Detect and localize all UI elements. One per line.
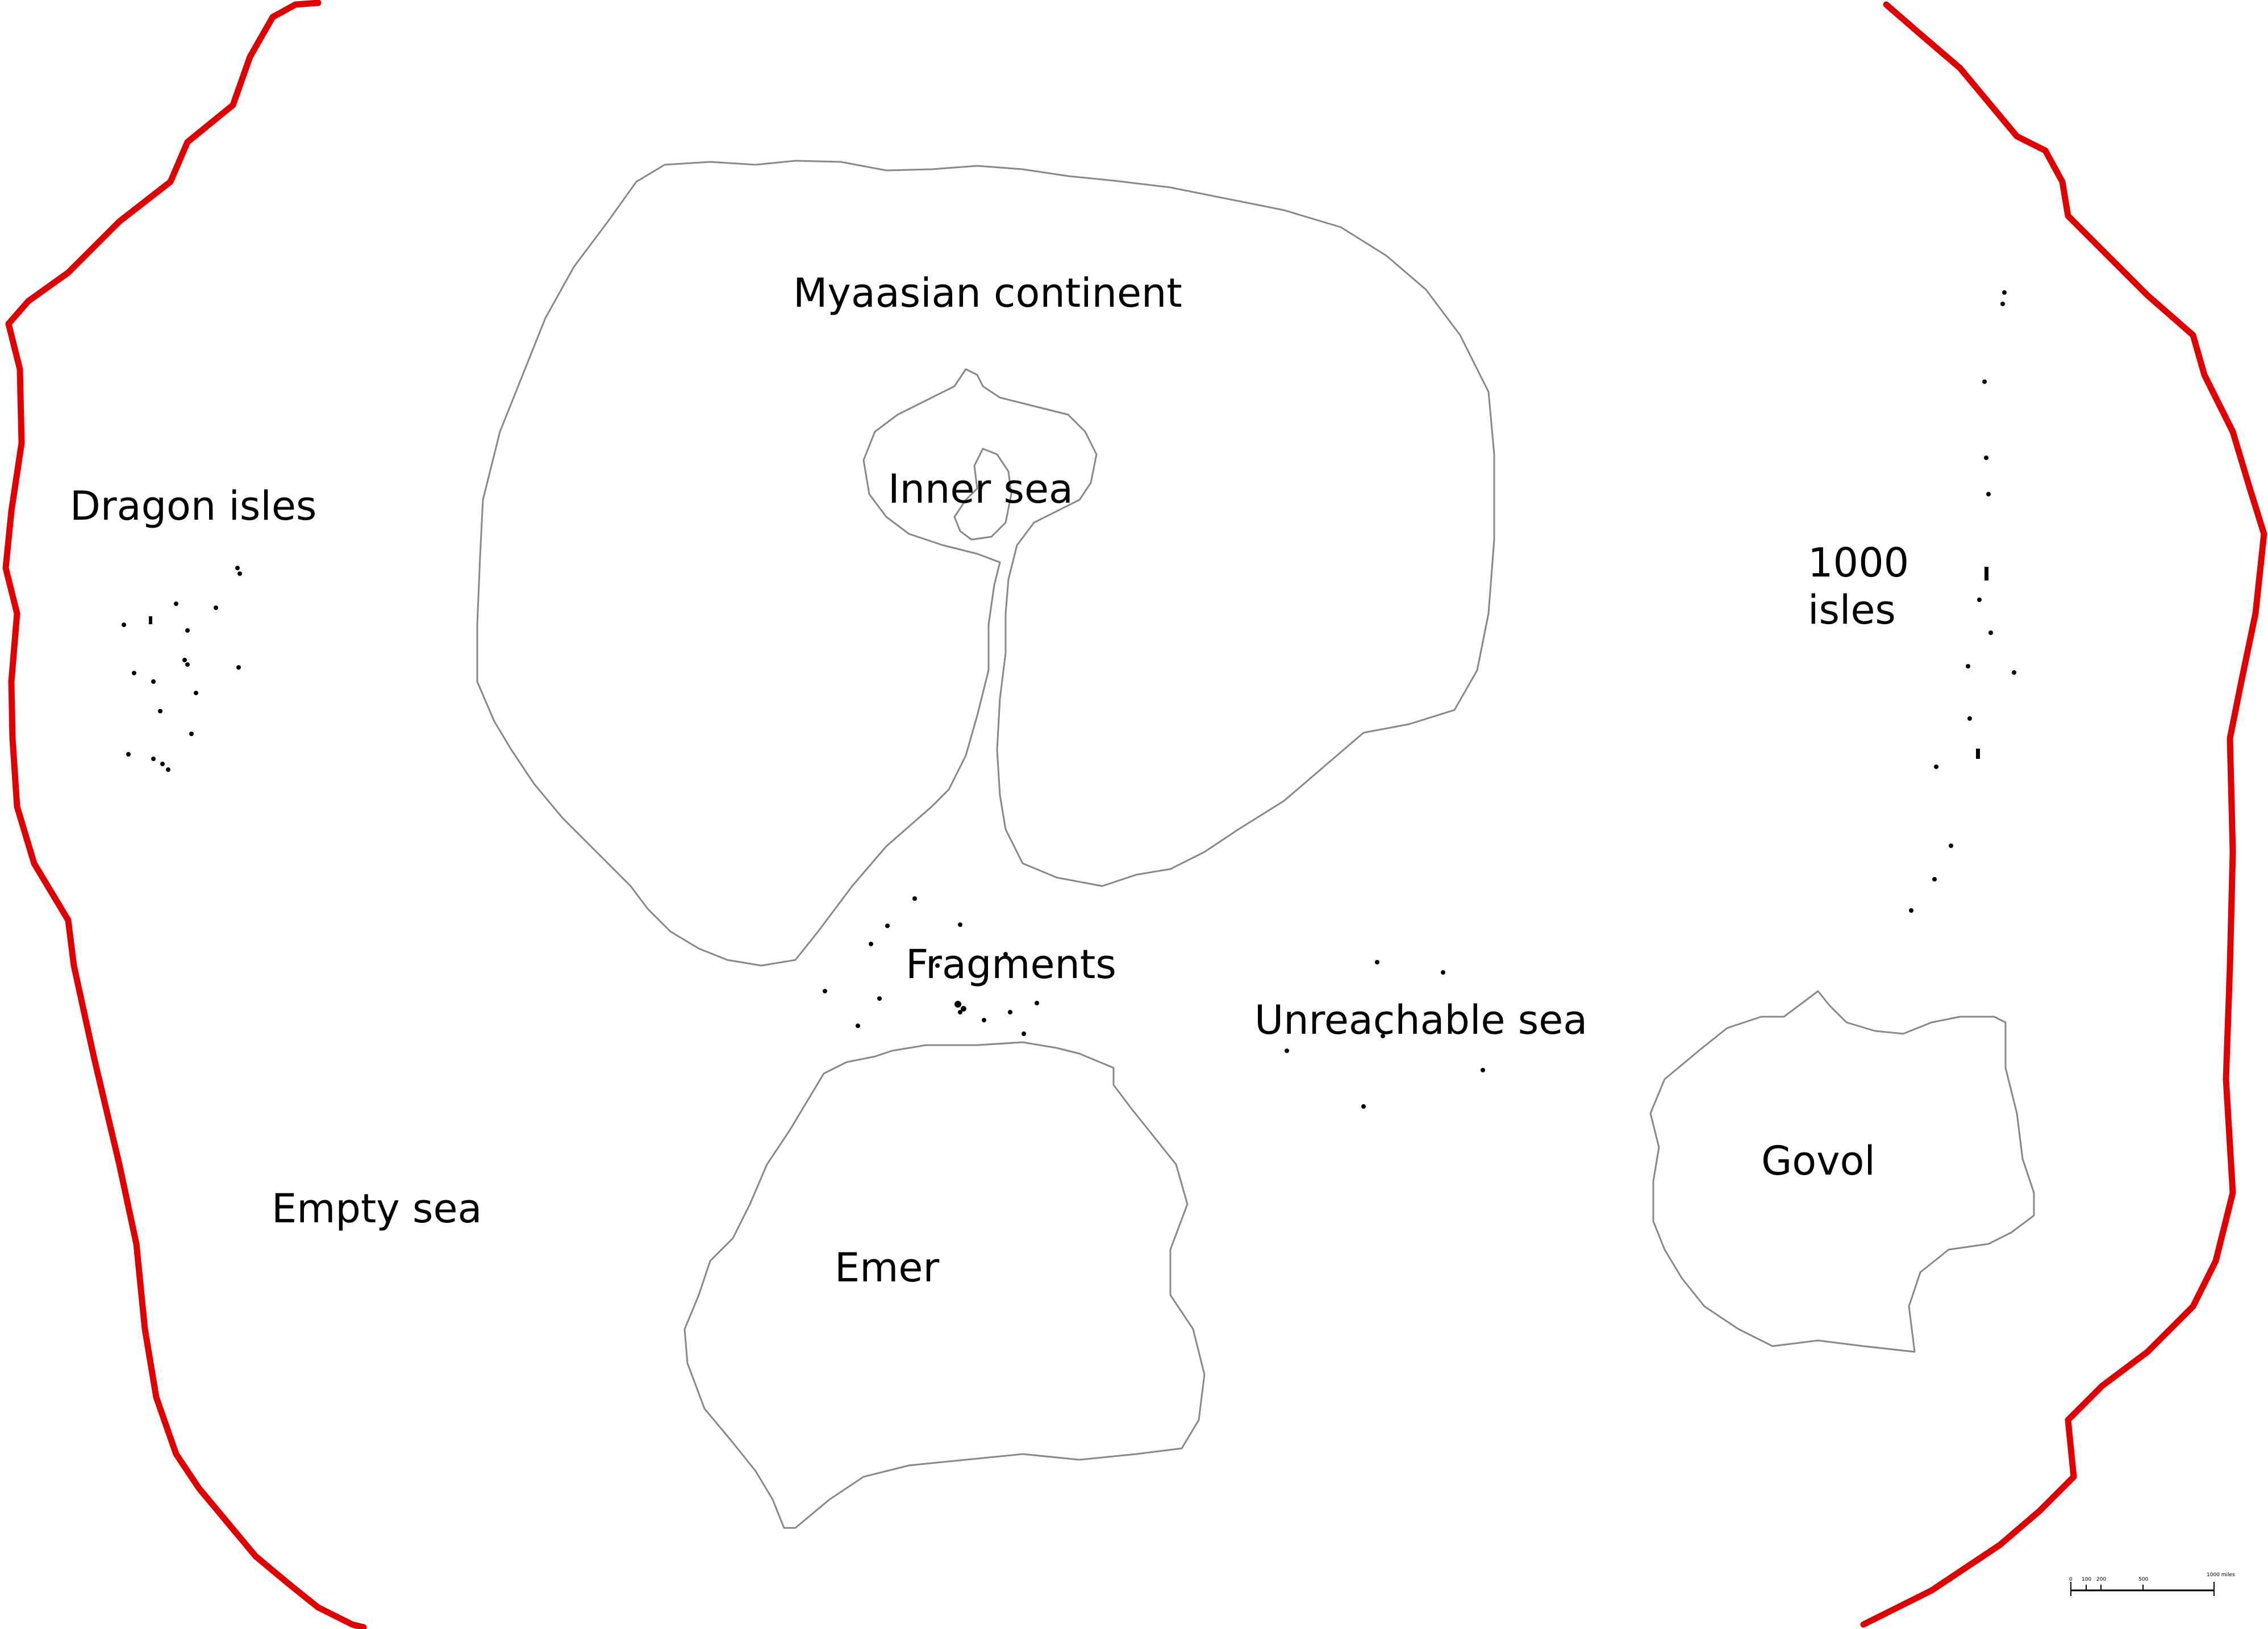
govol-label: Govol	[1761, 1138, 1875, 1184]
left-edge-border	[2, 0, 367, 1629]
unreachable-sea-dots	[1285, 960, 1485, 1109]
scale-bar: 0 100 200 500 1000 miles	[2069, 1572, 2235, 1596]
govol-island	[1649, 990, 2035, 1353]
empty-sea-label: Empty sea	[272, 1185, 482, 1232]
inner-sea-island	[953, 448, 1012, 541]
unreachable-sea-label: Unreachable sea	[1254, 997, 1587, 1043]
thousand-isles-label-line1: 1000	[1808, 540, 1909, 586]
scale-tick-100: 100	[2082, 1577, 2091, 1582]
fragments-label: Fragments	[906, 941, 1116, 988]
continent-label: Myaasian continent	[793, 270, 1182, 316]
thousand-isles-label-line2: isles	[1808, 587, 1896, 633]
fragments-cluster	[823, 896, 1052, 1036]
dragon-isles-label: Dragon isles	[70, 483, 316, 529]
scale-tick-1000-miles: 1000 miles	[2207, 1572, 2235, 1578]
inner-sea-label: Inner sea	[888, 466, 1073, 512]
dragon-isles-cluster	[122, 566, 242, 772]
right-edge-border	[1860, 1, 2267, 1628]
emer-island	[683, 1041, 1206, 1529]
emer-label: Emer	[835, 1244, 939, 1291]
scale-tick-500: 500	[2138, 1577, 2148, 1582]
scale-tick-0: 0	[2069, 1577, 2073, 1582]
myaasian-continent	[476, 160, 1495, 967]
thousand-isles-cluster	[1909, 290, 2016, 913]
scale-tick-200: 200	[2096, 1577, 2106, 1582]
